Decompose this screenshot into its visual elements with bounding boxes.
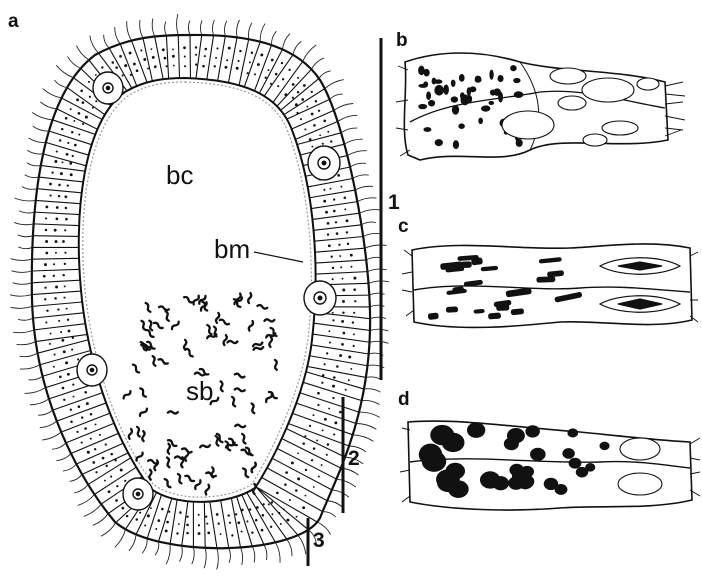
lumen-inner-outline xyxy=(79,78,316,502)
scale-label-1: 1 xyxy=(388,191,400,214)
panel-c-spindle-nuclei xyxy=(600,258,680,313)
panel-label-c: c xyxy=(398,216,409,237)
panel-b-cells xyxy=(396,53,685,160)
panel-d-nuclei xyxy=(618,438,662,495)
label-sb: sb xyxy=(186,376,213,406)
panel-label-a: a xyxy=(8,11,19,32)
panel-d-cells xyxy=(400,421,700,510)
scale-label-3: 3 xyxy=(313,529,325,552)
basement-membrane-band xyxy=(83,82,312,497)
panel-c-cells xyxy=(402,244,698,328)
panel-a-vesicle xyxy=(10,14,389,570)
label-bm: bm xyxy=(214,234,250,264)
panel-b-outline xyxy=(404,53,668,160)
panel-label-d: d xyxy=(398,389,410,410)
scale-label-2: 2 xyxy=(348,447,360,470)
panel-b-granules xyxy=(418,65,523,149)
panel-label-b: b xyxy=(396,30,408,51)
bm-leader-line xyxy=(254,252,303,262)
label-bc: bc xyxy=(166,160,193,190)
panel-b-nuclei xyxy=(502,68,659,146)
